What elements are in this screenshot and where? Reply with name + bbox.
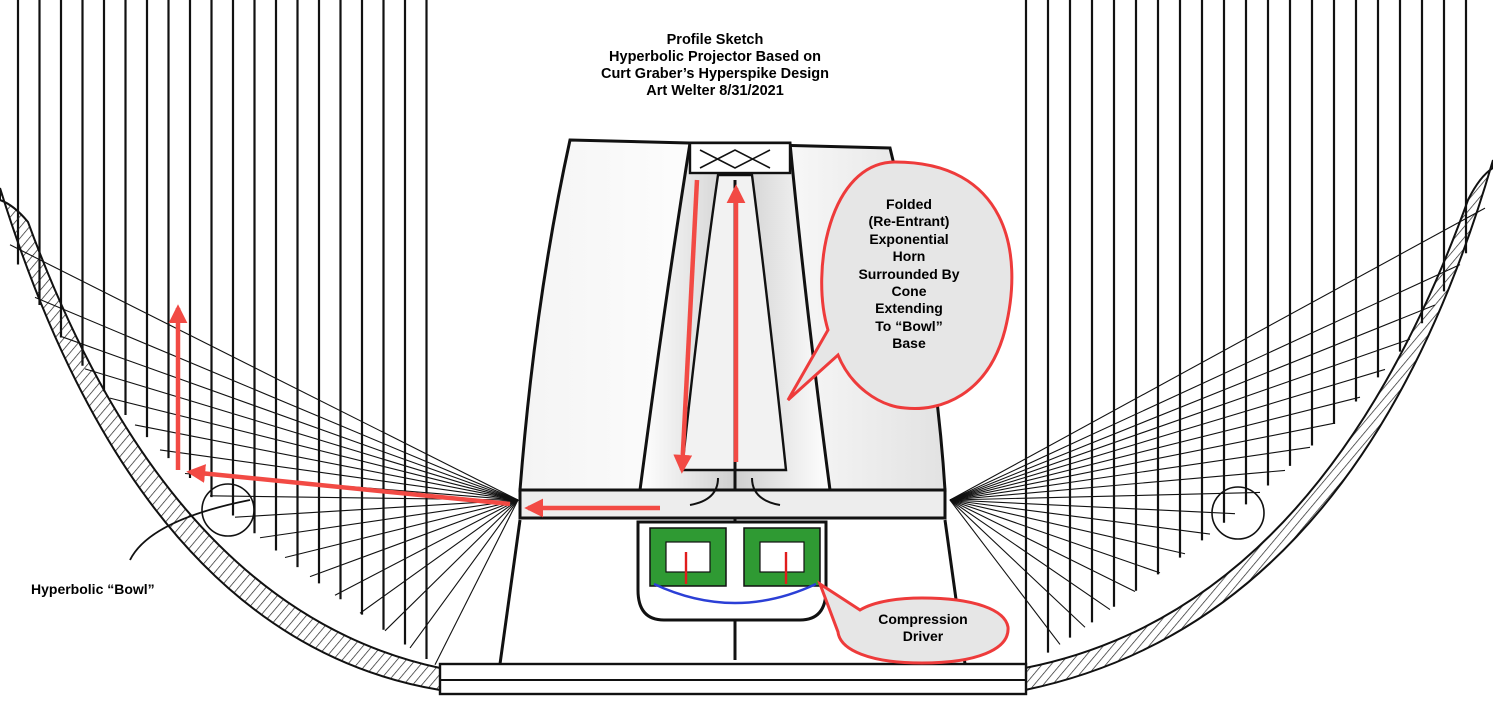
- driver-callout-line: Driver: [902, 628, 944, 645]
- horizontal-duct: [518, 488, 947, 520]
- horn-callout-line: Folded: [886, 196, 932, 212]
- title-line-1: Profile Sketch: [666, 32, 764, 48]
- left-fan-ray: [409, 499, 519, 649]
- left-fan-ray: [359, 499, 519, 614]
- driver-callout-bubble: [816, 580, 1010, 665]
- left-fan-ray: [34, 296, 519, 501]
- horn-callout-line: Base: [892, 335, 926, 352]
- right-fan-ray: [949, 499, 1211, 535]
- right-fan-ray: [949, 491, 1261, 501]
- horn-callout-line: Horn: [892, 248, 926, 265]
- left-fan-ray: [334, 499, 519, 596]
- right-fan-ray: [949, 368, 1386, 501]
- left-stand-leg: [498, 519, 522, 665]
- right-fan-ray: [949, 499, 1236, 515]
- right-bowl-hatched-band: [1024, 159, 1493, 692]
- horn-callout-text: Folded (Re-Entrant) Exponential Horn Sur…: [836, 196, 982, 353]
- title-line-3: Curt Graber’s Hyperspike Design: [600, 66, 830, 82]
- right-vertical-rays: [1024, 0, 1468, 668]
- horn-callout-line: Cone: [891, 283, 927, 300]
- right-bowl-circle: [1211, 486, 1265, 540]
- duct-bend-left: [689, 477, 719, 506]
- bowl-label: Hyperbolic “Bowl”: [31, 581, 155, 597]
- horn-callout-line: (Re-Entrant): [868, 213, 950, 230]
- right-fan-ray: [949, 499, 1086, 628]
- horn-callout-line: To “Bowl”: [875, 317, 943, 334]
- horn-callout-line: Exponential: [869, 230, 949, 247]
- driver-diaphragm: [653, 582, 817, 605]
- title-line-2: Hyperbolic Projector Based on: [609, 49, 821, 65]
- right-fan-ray: [949, 396, 1361, 501]
- right-fan-ray: [949, 422, 1336, 501]
- arrow-to-bowl: [186, 464, 511, 507]
- right-fan-ray: [949, 499, 1161, 574]
- left-fan-ray: [259, 499, 519, 539]
- title-line-4: Art Welter 8/31/2021: [646, 83, 784, 99]
- signal-path-arrows: [168, 179, 746, 518]
- right-fan-ray: [949, 338, 1411, 501]
- left-fan-ray: [159, 449, 519, 501]
- left-fan-ray: [234, 499, 519, 518]
- horn-callout-bubble: [786, 160, 1014, 411]
- right-fan-ray: [949, 469, 1286, 501]
- bowl-label-leader: [129, 499, 251, 561]
- right-fan-ray: [949, 499, 1111, 611]
- right-fan-rays: [949, 207, 1486, 645]
- left-bowl-hatched-band: [0, 187, 441, 692]
- right-fan-ray: [949, 264, 1461, 501]
- left-fan-ray: [384, 499, 519, 632]
- arrow-down-in-horn: [673, 179, 700, 474]
- horn-callout-line: Surrounded By: [858, 265, 960, 282]
- left-fan-ray: [309, 499, 519, 578]
- right-fan-ray: [949, 304, 1436, 501]
- right-fan-ray: [949, 499, 1061, 645]
- horn-callout-line: Extending: [875, 300, 943, 317]
- left-vertical-rays: [16, 0, 428, 660]
- duct-bend-right: [751, 477, 781, 506]
- left-fan-ray: [9, 244, 519, 501]
- left-fan-ray: [434, 499, 519, 665]
- driver-callout-line: Compression: [878, 611, 968, 627]
- driver-gap-right: [759, 541, 805, 573]
- right-fan-ray: [949, 207, 1486, 501]
- horn-top-cross: [699, 149, 771, 169]
- left-fan-ray: [134, 424, 519, 501]
- left-bowl-circle: [201, 483, 255, 537]
- left-fan-ray: [284, 499, 519, 559]
- left-fan-ray: [84, 368, 519, 501]
- horn-top-cap: [688, 141, 792, 175]
- right-fan-ray: [949, 446, 1311, 501]
- driver-callout-text: Compression Driver: [858, 611, 988, 646]
- left-fan-ray: [59, 335, 519, 501]
- right-fan-ray: [949, 499, 1186, 555]
- right-fan-ray: [949, 499, 1136, 592]
- driver-gap-left: [665, 541, 711, 573]
- diagram-title: Profile Sketch Hyperbolic Projector Base…: [560, 32, 870, 100]
